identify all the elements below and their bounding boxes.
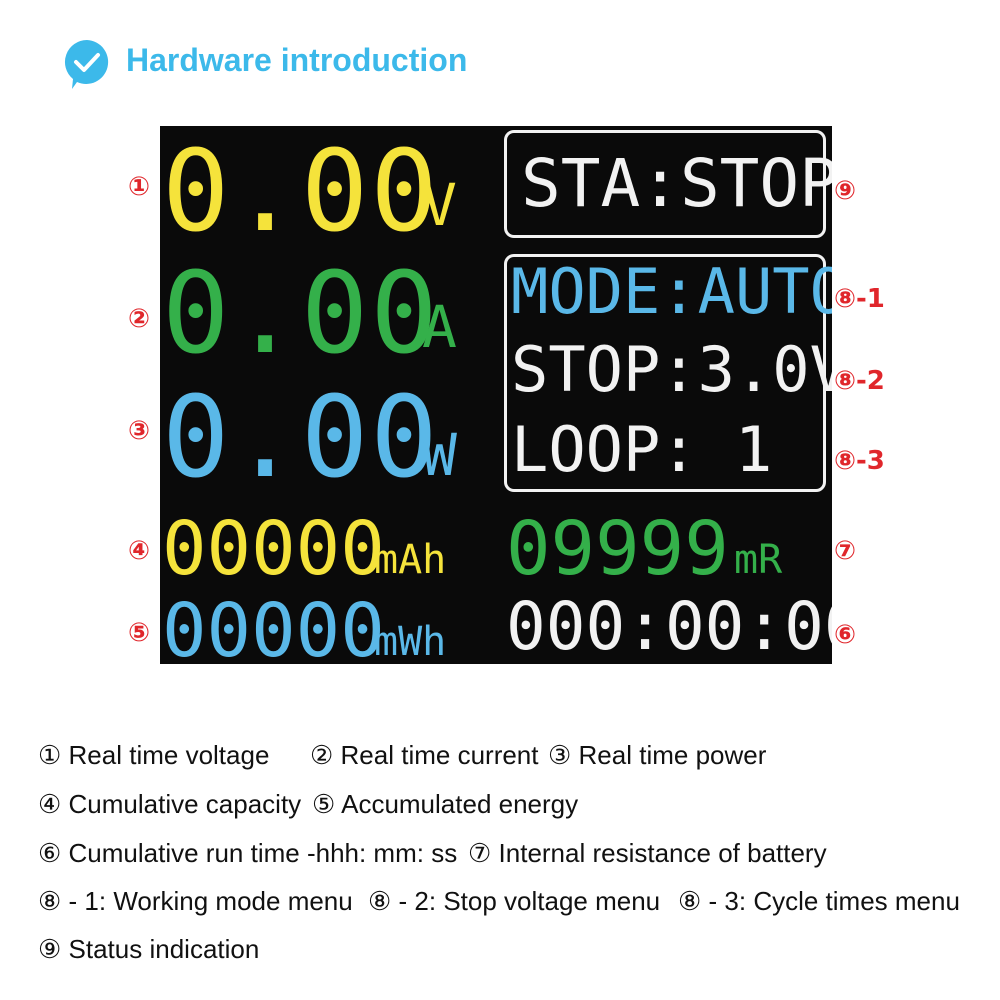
status-text: STA:STOP — [521, 145, 832, 222]
loop-menu: LOOP: 1 — [511, 413, 773, 486]
callout-5: ⑤ — [128, 618, 151, 648]
callout-3: ③ — [128, 416, 151, 446]
check-bubble-icon — [64, 39, 109, 89]
voltage-unit: V — [422, 171, 457, 239]
legend-runtime: ⑥ Cumulative run time -hhh: mm: ss — [38, 838, 458, 868]
runtime-value: 000:00:00 — [506, 588, 832, 664]
callout-9: ⑨ — [834, 176, 857, 206]
capacity-value: 00000 — [162, 506, 385, 592]
callout-6: ⑥ — [834, 620, 857, 650]
callout-2: ② — [128, 304, 151, 334]
current-unit: A — [422, 293, 457, 361]
legend-energy: ⑤ Accumulated energy — [312, 789, 579, 819]
callout-7: ⑦ — [834, 536, 857, 566]
legend-cycle-menu: ⑧ - 3: Cycle times menu — [678, 886, 960, 916]
voltage-value: 0.00 — [162, 127, 440, 257]
callout-8-1: ⑧-1 — [834, 284, 885, 314]
callout-8-2: ⑧-2 — [834, 366, 885, 396]
status-box: STA:STOP — [504, 130, 832, 238]
menu-box: MODE:AUTO STOP:3.0V LOOP: 1 — [504, 254, 832, 492]
stop-voltage-menu: STOP:3.0V — [511, 333, 832, 406]
current-value: 0.00 — [162, 249, 440, 379]
legend-capacity: ④ Cumulative capacity — [38, 789, 302, 819]
lcd-display: 0.00 V 0.00 A 0.00 W STA:STOP MODE:AUTO … — [160, 126, 832, 664]
callout-8-3: ⑧-3 — [834, 446, 885, 476]
legend-power: ③ Real time power — [548, 740, 767, 770]
power-value: 0.00 — [162, 373, 440, 503]
resistance-value: 09999 — [506, 506, 729, 592]
legend-resistance: ⑦ Internal resistance of battery — [468, 838, 827, 868]
mode-menu: MODE:AUTO — [511, 255, 832, 328]
legend-stop-voltage-menu: ⑧ - 2: Stop voltage menu — [368, 886, 661, 916]
legend-status: ⑨ Status indication — [38, 934, 260, 964]
power-unit: W — [422, 421, 457, 489]
energy-unit: mWh — [374, 619, 447, 664]
resistance-unit: mR — [734, 537, 783, 583]
callout-1: ① — [128, 172, 151, 202]
callout-4: ④ — [128, 536, 151, 566]
page-title: Hardware introduction — [126, 42, 468, 78]
energy-value: 00000 — [162, 588, 385, 664]
capacity-unit: mAh — [374, 537, 447, 583]
legend-current: ② Real time current — [310, 740, 539, 770]
legend-mode-menu: ⑧ - 1: Working mode menu — [38, 886, 353, 916]
legend-voltage: ① Real time voltage — [38, 740, 270, 770]
